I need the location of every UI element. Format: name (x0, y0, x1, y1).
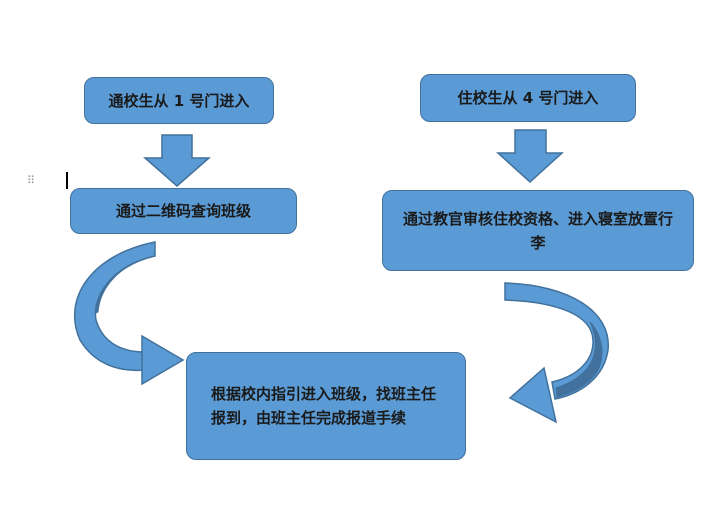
box-qr-code-query-class: 通过二维码查询班级 (70, 188, 297, 234)
box-day-student-gate-1: 通校生从 1 号门进入 (84, 77, 274, 124)
down-arrow-left (143, 134, 211, 187)
drag-handle-icon[interactable]: ⠿ (27, 174, 35, 187)
box-qr-code-query-class-text: 通过二维码查询班级 (115, 202, 251, 220)
curved-arrow-right-band-dark (555, 321, 603, 398)
text-cursor-icon (66, 172, 68, 189)
box-instructor-review-dorm-text: 通过教官审核住校资格、进入寝室放置行李 (403, 209, 674, 252)
box-report-to-class-teacher: 根据校内指引进入班级，找班主任报到，由班主任完成报道手续 (186, 352, 466, 460)
box-instructor-review-dorm: 通过教官审核住校资格、进入寝室放置行李 (382, 190, 694, 271)
box-day-student-gate-1-text: 通校生从 1 号门进入 (108, 91, 250, 110)
curved-arrow-left-head (141, 334, 185, 386)
box-report-to-class-teacher-text: 根据校内指引进入班级，找班主任报到，由班主任完成报道手续 (211, 385, 437, 427)
box-boarding-student-gate-4-text: 住校生从 4 号门进入 (457, 89, 599, 107)
curved-arrow-right-head (508, 366, 558, 424)
box-boarding-student-gate-4: 住校生从 4 号门进入 (420, 74, 636, 122)
curved-arrow-right-band (504, 282, 609, 400)
down-arrow-right (496, 129, 564, 184)
